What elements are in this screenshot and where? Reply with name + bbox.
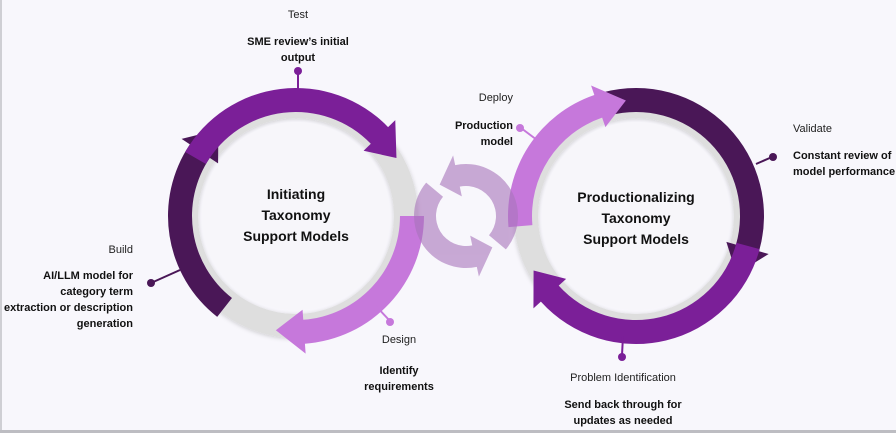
stage-label-build: Build (108, 244, 133, 256)
pin-validate (755, 153, 777, 165)
pin-dot-validate (769, 153, 777, 161)
right-title-line: Taxonomy (601, 210, 671, 226)
pin-dot-test (294, 67, 302, 75)
stage-desc-validate: Constant review of model performance (793, 150, 896, 178)
right-arrow-deploy (508, 85, 626, 228)
stage-label-problem-identification: Problem Identification (570, 372, 676, 384)
pin-dot-problem-identification (618, 353, 626, 361)
stage-label-validate: Validate (793, 123, 832, 135)
pin-dot-design (386, 318, 394, 326)
right-cycle (508, 85, 769, 345)
pin-test (294, 67, 302, 97)
stage-desc-deploy: Production model (454, 120, 513, 148)
left-cycle-title: Initiating Taxonomy Support Models (216, 184, 376, 247)
stage-desc-build: AI/LLM model for category term extractio… (4, 270, 133, 330)
left-title-line: Initiating (266, 186, 326, 202)
pin-dot-deploy (516, 124, 524, 132)
left-title-line: Support Models (243, 228, 349, 244)
stage-desc-design: Identify requirements (364, 365, 434, 393)
stage-desc-problem-identification: Send back through for updates as needed (564, 399, 682, 427)
right-inner-disc (542, 122, 730, 310)
left-inner-disc (202, 122, 390, 310)
stage-desc-test: SME review’s initial output (247, 36, 349, 64)
right-title-line: Productionalizing (577, 189, 695, 205)
frame-left-edge (0, 0, 2, 433)
pin-design (374, 304, 394, 326)
pin-dot-build (147, 279, 155, 287)
right-title-line: Support Models (583, 231, 689, 247)
left-title-line: Taxonomy (261, 207, 331, 223)
right-arrow-validate (602, 87, 769, 274)
pin-build (147, 269, 181, 287)
connector-arrow-to-left (439, 155, 519, 250)
left-cycle (168, 88, 424, 354)
stage-label-test: Test (287, 9, 309, 21)
right-arrow-problem-identification (533, 242, 760, 345)
stage-label-design: Design (381, 334, 417, 346)
left-arrow-design (275, 216, 424, 354)
connector-arrow-to-right (414, 182, 493, 277)
frame-bottom-edge (0, 430, 896, 433)
right-cycle-title: Productionalizing Taxonomy Support Model… (551, 187, 721, 250)
stage-label-deploy: Deploy (478, 92, 513, 104)
pin-problem-identification (618, 335, 626, 361)
connector-arrows (414, 155, 519, 277)
pin-deploy (516, 124, 538, 141)
left-arrow-build (168, 129, 232, 317)
left-arrow-test (185, 88, 397, 164)
